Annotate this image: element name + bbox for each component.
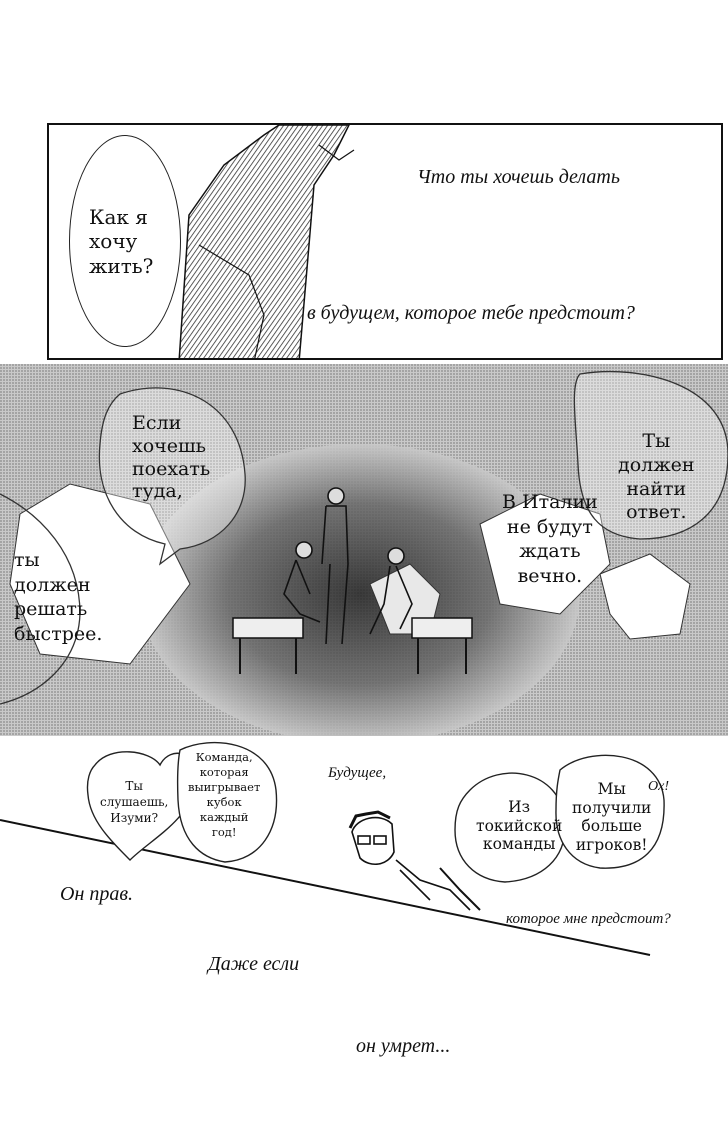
bubble-text: Мы получили больше игроков! — [572, 780, 652, 854]
sitting-figure-left — [283, 541, 321, 623]
standing-figure — [321, 487, 349, 645]
panel-2: Если хочешь поехать туда, ты должен реша… — [0, 364, 728, 736]
bubble-text: Команда, которая выигрывает кубок каждый… — [188, 750, 261, 839]
sitting-figure-right — [369, 547, 413, 635]
speech-bubble — [69, 135, 181, 347]
exclaim-text: Ох! — [648, 779, 669, 794]
bubble-text: Как я хочу жить? — [89, 205, 154, 278]
narration-text: в будущем, которое тебе предстоит? — [307, 302, 635, 324]
panel-3: Ты слушаешь, Изуми? Команда, которая выи… — [0, 740, 728, 962]
figure-silhouette — [178, 125, 355, 358]
bubble-text: Если хочешь поехать туда, — [132, 412, 211, 503]
character-with-glasses — [348, 810, 481, 911]
narration-text: Что ты хочешь делать — [417, 166, 620, 188]
panel-1: Как я хочу жить? Что ты хочешь делать в … — [47, 123, 723, 360]
narration-text: которое мне предстоит? — [506, 911, 671, 927]
panel-3-art — [0, 741, 665, 956]
narration-text: Даже если — [208, 953, 300, 975]
bubble-text: В Италии не будут ждать вечно. — [502, 491, 598, 588]
narration-text: он умрет... — [356, 1035, 451, 1057]
screentone-background — [0, 364, 728, 736]
narration-text: Будущее, — [328, 765, 387, 781]
bubble-text: Ты должен найти ответ. — [618, 430, 695, 524]
narration-text: Он прав. — [60, 883, 134, 905]
bubble-text: ты должен решать быстрее. — [14, 549, 103, 646]
bubble-text: Ты слушаешь, Изуми? — [100, 779, 169, 826]
bubble-text: Из токийской команды — [476, 798, 563, 854]
